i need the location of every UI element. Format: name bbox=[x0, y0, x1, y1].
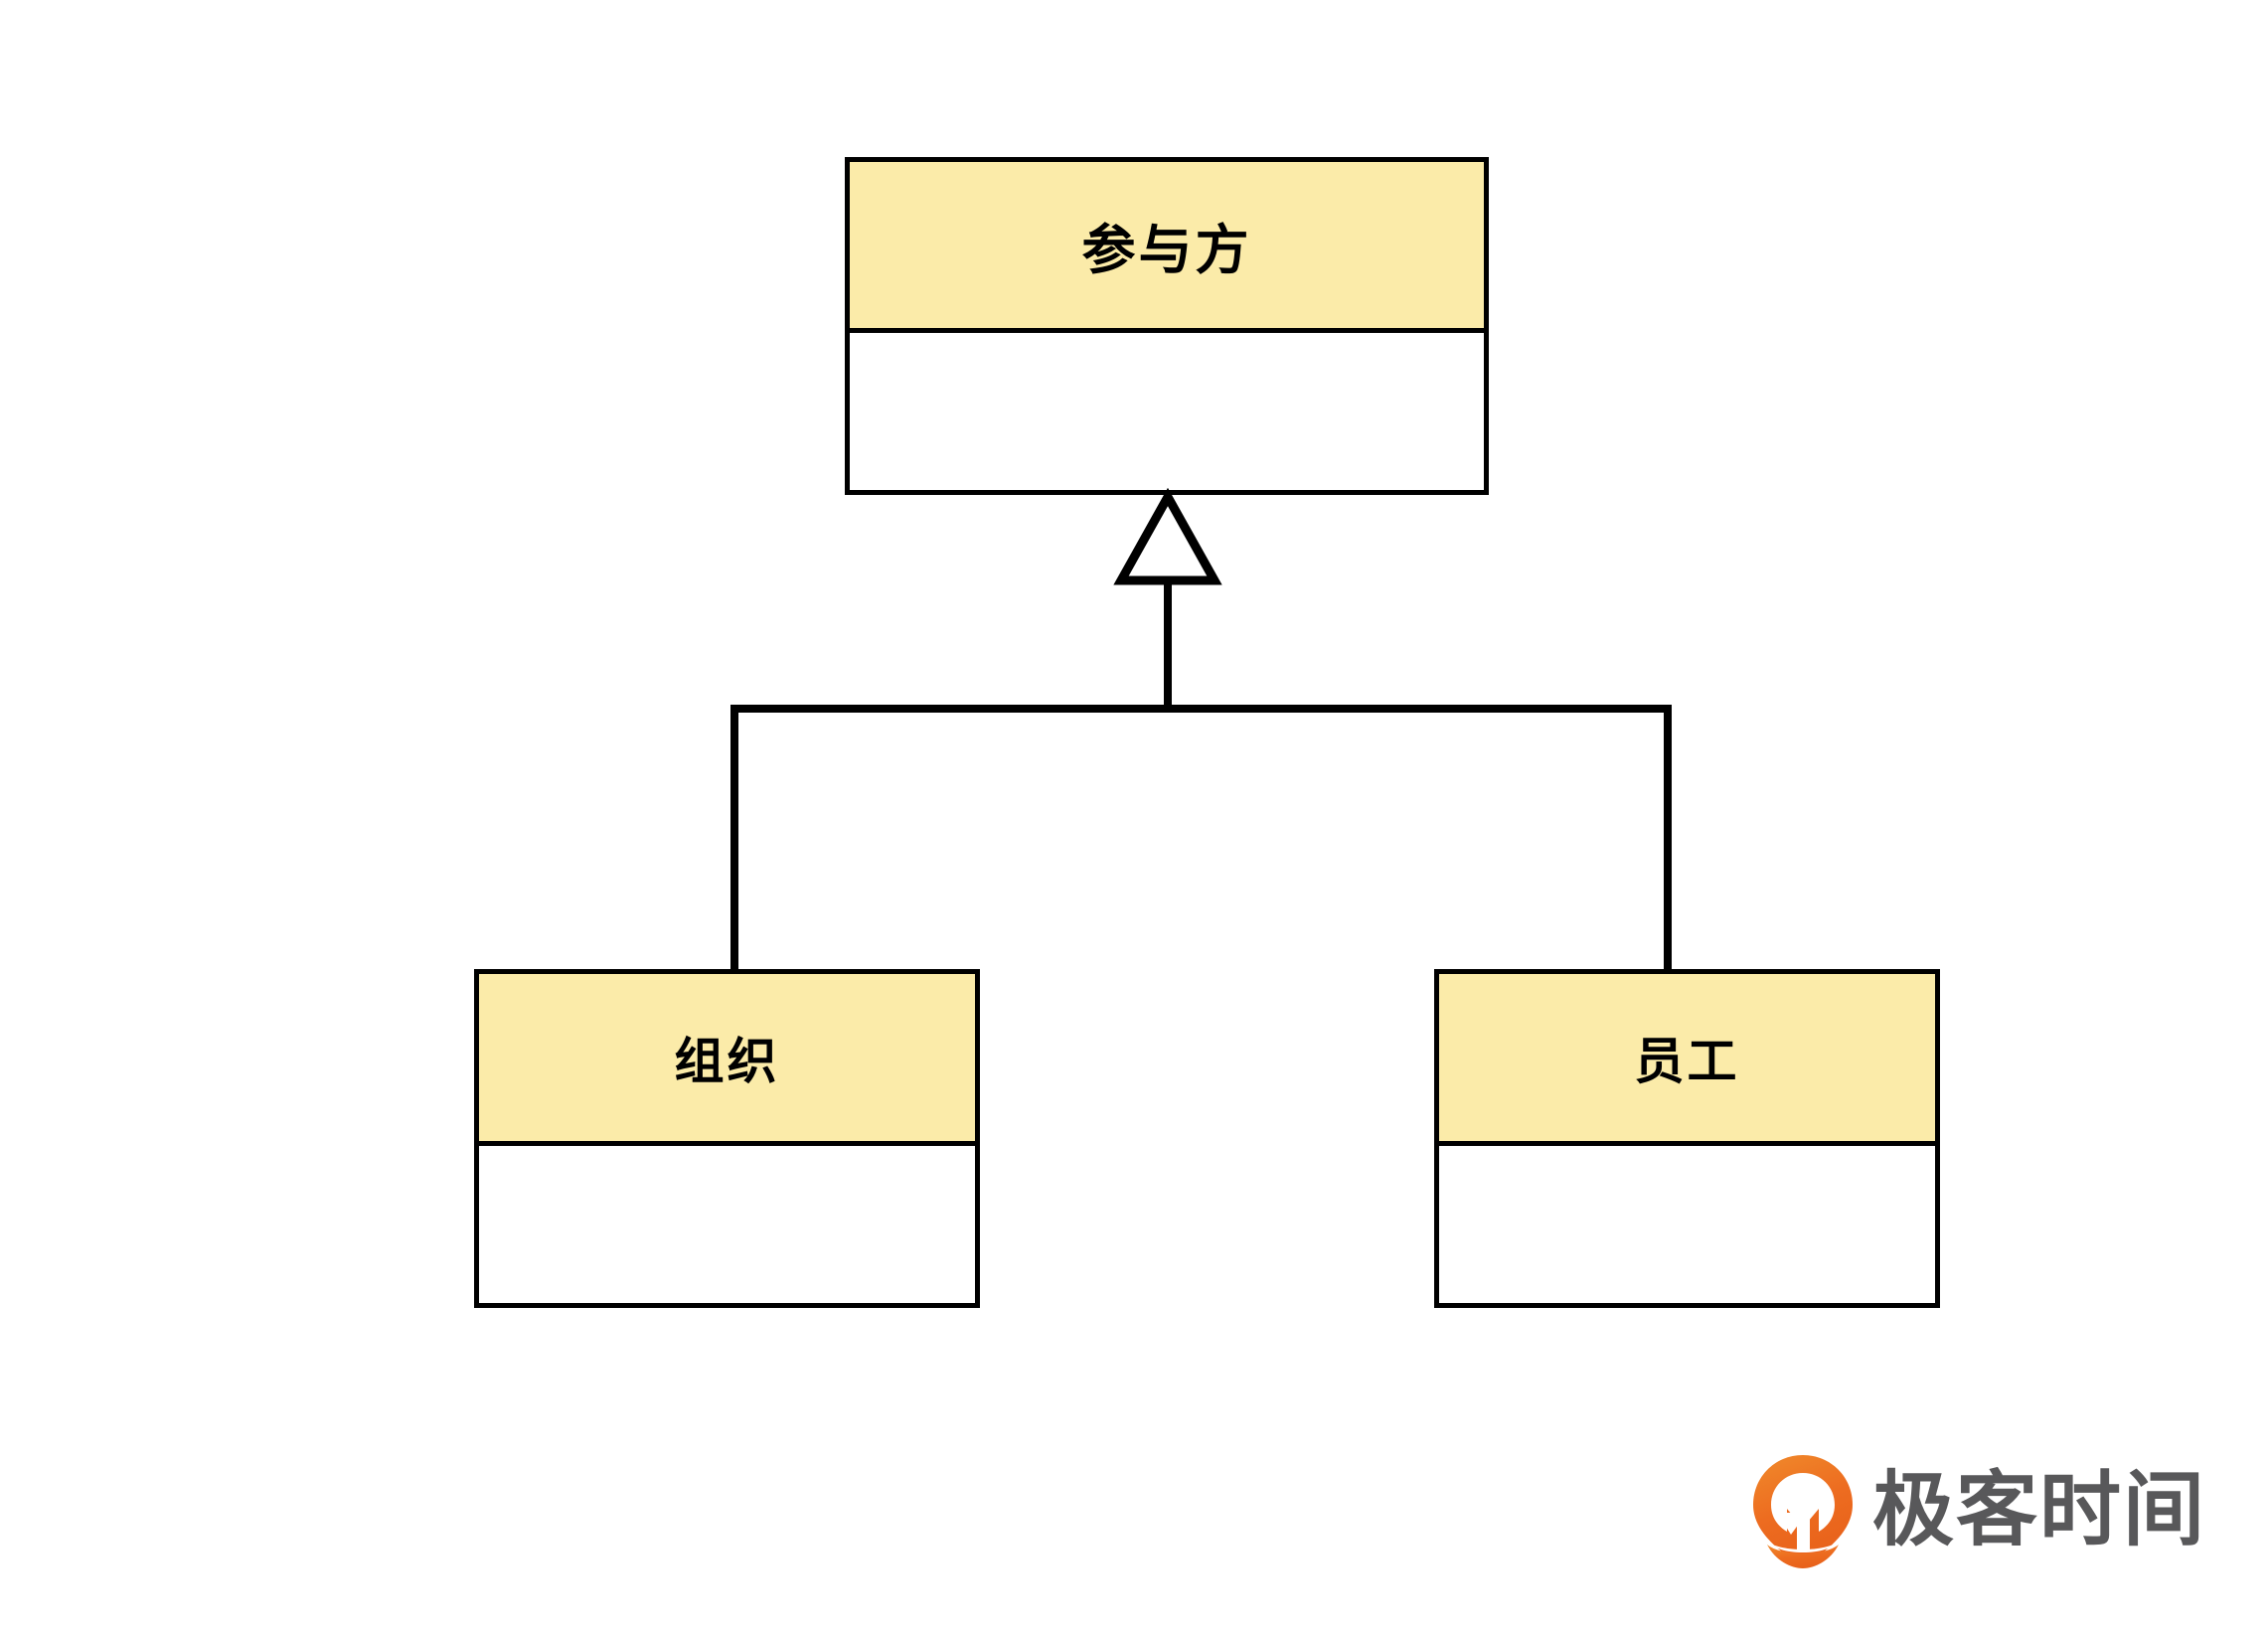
class-attributes-employee bbox=[1439, 1146, 1935, 1303]
uml-class-party[interactable]: 参与方 bbox=[845, 157, 1489, 495]
watermark: 极客时间 bbox=[1751, 1453, 2206, 1568]
edge-branch-bar bbox=[730, 705, 1672, 713]
class-name-organization: 组织 bbox=[479, 974, 975, 1146]
edge-stem-to-parent bbox=[1164, 579, 1172, 713]
uml-class-organization[interactable]: 组织 bbox=[474, 969, 980, 1308]
edge-stem-to-employee bbox=[1664, 705, 1672, 973]
uml-class-employee[interactable]: 员工 bbox=[1434, 969, 1940, 1308]
watermark-text: 极客时间 bbox=[1872, 1463, 2207, 1557]
geektime-pin-logo-icon bbox=[1753, 1455, 1853, 1568]
edge-stem-to-organization bbox=[730, 705, 738, 973]
generalization-arrow-icon bbox=[1113, 487, 1222, 585]
class-attributes-party bbox=[850, 333, 1484, 490]
class-attributes-organization bbox=[479, 1146, 975, 1303]
class-name-party: 参与方 bbox=[850, 162, 1484, 333]
class-name-employee: 员工 bbox=[1439, 974, 1935, 1146]
